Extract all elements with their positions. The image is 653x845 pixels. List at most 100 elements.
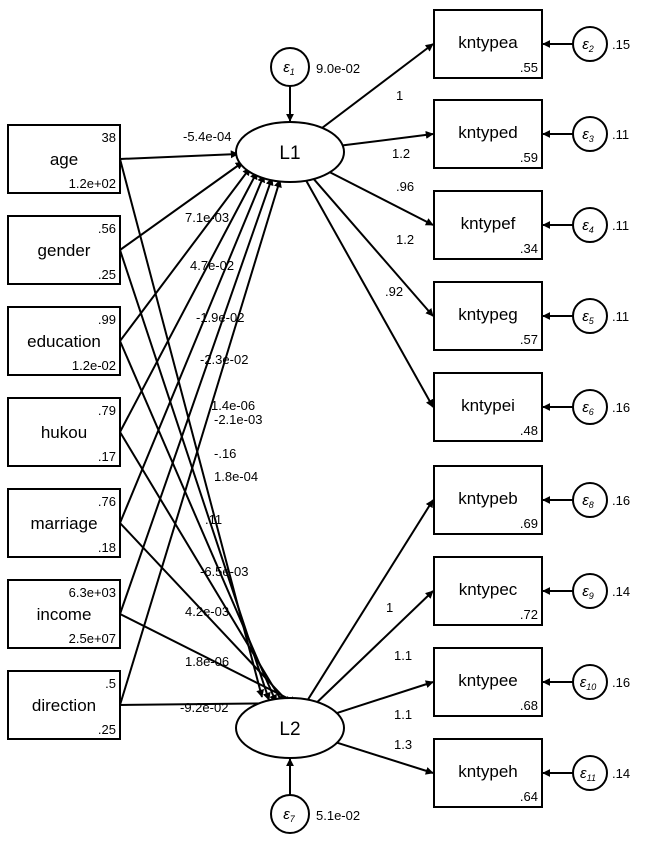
coef-direction-L2: -9.2e-02 [180,700,228,715]
observed-income-variance: 2.5e+07 [69,631,116,646]
indicator-kntypeh-intercept: .64 [520,789,538,804]
indicator-kntypee-intercept: .68 [520,698,538,713]
observed-income-box [7,579,121,649]
indicator-kntypeh-box [433,738,543,808]
indicator-kntypec-label: kntypec [459,580,518,599]
error-kntypea-variance: .15 [612,37,630,52]
error-kntypeb-symbol: ε8 [582,492,594,510]
coef-age-L1: -5.4e-04 [183,129,231,144]
observed-gender-mean: .56 [98,221,116,236]
indicator-kntypeb-label: kntypeb [458,489,518,508]
loading-L2-to-kntypec [316,590,434,703]
observed-hukou-variance: .17 [98,449,116,464]
coef-marriage-L1: -2.3e-02 [200,352,248,367]
indicator-kntyped-label: kntyped [458,123,518,142]
loading-kntypeb-label: 1 [386,600,393,615]
loading-L2-to-kntypeb [307,499,434,701]
path-hukou-to-L1 [119,171,258,433]
error-kntypeg-subscript: 5 [589,316,595,326]
error-kntypeh-subscript: 11 [587,773,596,783]
error-L1-circle [270,47,310,87]
observed-gender-label: gender [38,241,91,260]
path-income-to-L2 [119,613,298,704]
coef-hukou-L2: -6.5e-03 [200,564,248,579]
loading-kntypea-label: 1 [396,88,403,103]
error-kntypec-subscript: 9 [589,591,594,601]
error-kntypeb-variance: .16 [612,493,630,508]
error-L2-circle [270,794,310,834]
coef-education-L1: 4.7e-02 [190,258,234,273]
observed-direction-mean: .5 [105,676,116,691]
coef-hukou-L1: -1.9e-02 [196,310,244,325]
coef-marriage-L2: 4.2e-03 [185,604,229,619]
error-kntypeg-circle [572,298,608,334]
indicator-kntypef-intercept: .34 [520,241,538,256]
error-kntypei-symbol: ε6 [582,399,594,417]
indicator-kntypeg-box [433,281,543,351]
indicator-kntypec-box [433,556,543,626]
observed-hukou-mean: .79 [98,403,116,418]
observed-direction-box [7,670,121,740]
observed-income-mean: 6.3e+03 [69,585,116,600]
indicator-kntypeg-intercept: .57 [520,332,538,347]
error-kntypei-subscript: 6 [589,407,594,417]
indicator-kntypei-box [433,372,543,442]
observed-age-box [7,124,121,194]
error-kntypei-variance: .16 [612,400,630,415]
indicator-kntypef-box [433,190,543,260]
error-kntypee-variance: .16 [612,675,630,690]
path-age-to-L1 [119,150,239,160]
error-L1-symbol: ε1 [283,59,295,77]
path-income-to-L1 [119,177,274,615]
error-kntypec-circle [572,573,608,609]
path-arrows [119,40,573,795]
observed-marriage-box [7,488,121,558]
error-L2-variance: 5.1e-02 [316,808,360,823]
indicator-kntyped-intercept: .59 [520,150,538,165]
error-L1-variance: 9.0e-02 [316,61,360,76]
loading-kntypec-label: 1.1 [394,648,412,663]
observed-marriage-variance: .18 [98,540,116,555]
loading-L2-to-kntypeh [336,741,434,775]
indicator-kntypee-box [433,647,543,717]
error-kntypef-symbol: ε4 [582,217,594,235]
indicator-kntypec-intercept: .72 [520,607,538,622]
loading-L1-to-kntyped [342,130,434,147]
path-gender-to-L1 [119,161,244,251]
path-education-to-L1 [119,167,251,342]
coef-income-L2: 1.8e-06 [185,654,229,669]
indicator-kntypef-label: kntypef [461,214,516,233]
coef-income-L1: 1.4e-06 [211,398,255,413]
coef-education-L2: .11 [205,512,222,527]
error-kntypef-variance: .11 [612,218,629,233]
indicator-kntypeb-intercept: .69 [520,516,538,531]
loading-L1-to-kntypea [321,43,434,129]
loading-kntypef-label: .96 [396,179,414,194]
observed-gender-variance: .25 [98,267,116,282]
indicator-kntypei-intercept: .48 [520,423,538,438]
path-hukou-to-L2 [119,431,284,704]
observed-education-mean: .99 [98,312,116,327]
path-direction-to-L1 [119,179,282,706]
error-kntyped-subscript: 3 [589,134,594,144]
path-education-to-L2 [119,340,277,703]
observed-hukou-label: hukou [41,423,87,442]
path-marriage-to-L1 [119,174,265,524]
error-kntypec-symbol: ε9 [582,583,594,601]
observed-marriage-label: marriage [30,514,97,533]
coef-gender-L2: 1.8e-04 [214,469,258,484]
coef-direction-L1: -.16 [214,446,236,461]
error-kntypea-symbol: ε2 [582,36,594,54]
error-kntypee-circle [572,664,608,700]
latent-L1-oval [235,121,345,183]
observed-age-mean: 38 [102,130,116,145]
path-gender-to-L2 [119,249,271,701]
diagram-nodes: 38age1.2e+02.56gender.25.99education1.2e… [7,9,630,834]
indicator-kntypea-label: kntypea [458,33,518,52]
loading-L2-to-kntypee [336,680,434,714]
indicator-kntypei-label: kntypei [461,396,515,415]
loading-kntypei-label: .92 [385,284,403,299]
latent-L1-label: L1 [279,143,300,164]
error-kntypeh-variance: .14 [612,766,630,781]
error-kntypea-circle [572,26,608,62]
